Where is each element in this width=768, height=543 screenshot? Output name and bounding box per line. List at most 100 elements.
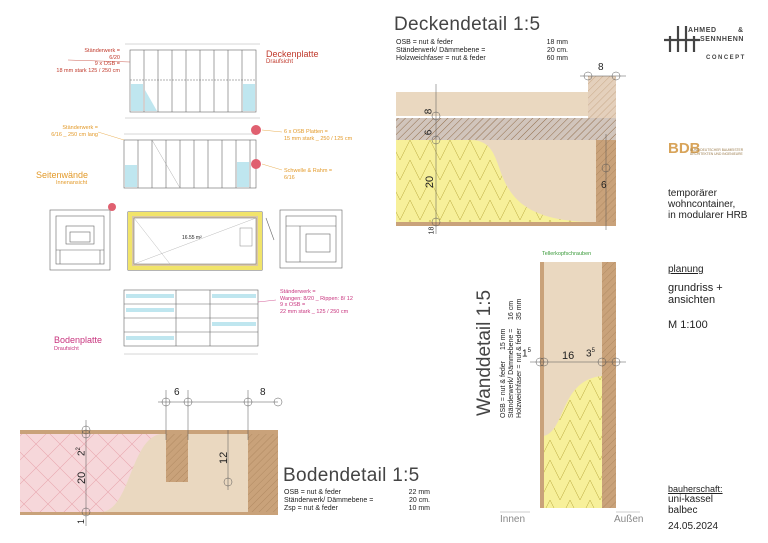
- bauherr-line: balbec: [668, 505, 698, 516]
- bodendetail-specs: OSB = nut & feder 22 mm Ständerwerk/ Dämm…: [284, 489, 430, 513]
- wanddetail-dim-left: 15: [522, 348, 531, 359]
- bauherr-line: uni-kassel: [668, 494, 714, 505]
- wanddetail-title: Wanddetail 1:5: [474, 289, 495, 416]
- planung-line: grundriss +: [668, 282, 723, 294]
- wanddetail-spec-label: OSB = nut & feder: [500, 360, 507, 418]
- deckendetail-spec-value: 60 mm: [546, 55, 568, 62]
- seitenwaende-note-line: 6/16: [284, 174, 295, 181]
- bodenplatte-note-line: 22 mm stark _ 125 / 250 cm: [280, 308, 349, 315]
- bodendetail-dim-a-value: 2: [76, 450, 88, 456]
- grundriss-area-label: 16.55 m²: [182, 235, 202, 241]
- planung-content: grundriss + ansichten: [668, 282, 723, 306]
- bauherr-date: 24.05.2024: [668, 521, 719, 532]
- deckendetail-dim-top: 8: [598, 62, 604, 73]
- deckendetail-spec-value: 20 cm.: [546, 47, 568, 54]
- deckendetail-dim-bottom: 18: [428, 226, 436, 235]
- logo-line2: SENNHENN: [700, 36, 745, 43]
- planung-label: planung: [668, 264, 704, 275]
- bodendetail-dim-top1: 6: [174, 387, 180, 398]
- seitenwaende-note-line: Schwelle & Rahm =: [284, 168, 333, 174]
- seitenwaende-note-right-1: 6 x OSB Platten = 15 mm stark _ 250 / 12…: [284, 129, 352, 142]
- planung-line: ansichten: [668, 294, 716, 306]
- bodendetail-spec-label: Zsp = nut & feder: [284, 505, 338, 512]
- wanddetail-spec-value: 15 mm: [500, 328, 507, 350]
- logo-amp: &: [738, 27, 744, 34]
- wanddetail-spec-label: Holzweichfaser = nut & feder: [516, 328, 523, 418]
- seitenwaende-note-right-2: Schwelle & Rahm = 6/16: [284, 168, 332, 181]
- seitenwaende-note-line: 15 mm stark _ 250 / 125 cm: [284, 135, 353, 142]
- project-line: temporärer: [668, 188, 717, 199]
- deckenplatte-note-line: 18 mm stark 125 / 250 cm: [56, 67, 120, 74]
- bdb-logo-icon: BDB: [668, 140, 701, 157]
- project-line: wohncontainer,: [668, 199, 736, 210]
- seitenwaende-subtitle: Innenansicht: [56, 180, 88, 186]
- bodendetail-spec-label: OSB = nut & feder: [284, 489, 342, 496]
- wanddetail-spec-value: 16 cm: [508, 300, 515, 320]
- deckendetail-dim-b: 6: [423, 129, 435, 136]
- bodenplatte-note-line: Ständerwerk =: [280, 289, 316, 295]
- deckendetail-spec-label: Ständerwerk/ Dämmebene =: [396, 47, 486, 54]
- deckendetail-dim-c: 20: [424, 175, 437, 189]
- project-line: in modularer HRB: [668, 210, 748, 221]
- wanddetail-dim-right: 35: [586, 348, 595, 359]
- seitenwaende-note-line: 6/16 _ 250 cm lang: [51, 131, 98, 138]
- project-description: temporärer wohncontainer, in modularer H…: [668, 188, 747, 221]
- bodendetail-title: Bodendetail 1:5: [283, 465, 420, 486]
- deckenplatte-note-line: 9 x OSB =: [94, 61, 120, 67]
- wanddetail-dim-right-value: 3: [586, 348, 592, 360]
- bodendetail-dim-top2: 8: [260, 387, 266, 398]
- bodendetail-dim-a: 22: [76, 447, 87, 456]
- wanddetail-outside-label: Außen: [614, 514, 644, 525]
- deckenplatte-note-line: 6/20: [109, 54, 120, 61]
- bodendetail-spec-label: Ständerwerk/ Dämmebene =: [284, 497, 374, 504]
- wanddetail-dim-right-sup: 5: [591, 348, 595, 354]
- bdb-text: BUND DEUTSCHER BAUMEISTER ARCHITEKTEN UN…: [690, 148, 743, 156]
- bauherr-label: bauherschaft:: [668, 484, 723, 494]
- bauherr-names: uni-kassel balbec: [668, 494, 713, 516]
- deckenplatte-title: Deckenplatte: [266, 49, 319, 59]
- deckendetail-spec-label: OSB = nut & feder: [396, 39, 454, 46]
- bodendetail-dim-d: 1: [76, 518, 86, 524]
- seitenwaende-title: Seitenwände: [36, 170, 89, 180]
- bodendetail-dim-b: 20: [76, 471, 88, 484]
- bodendetail-dim-a-sup: 2: [76, 447, 82, 451]
- seitenwaende-note-left: Ständerwerk = 6/16 _ 250 cm lang: [28, 125, 98, 138]
- bodendetail-spec-value: 20 cm.: [408, 497, 430, 504]
- seitenwaende-note-line: 6 x OSB Platten =: [284, 129, 328, 135]
- bdb-line: ARCHITEKTEN UND INGENIEURE: [690, 152, 743, 156]
- logo-line1: AHMED: [688, 27, 717, 34]
- bodendetail-spec-value: 22 mm: [408, 489, 430, 496]
- deckenplatte-subtitle: Draufsicht: [266, 59, 294, 65]
- bodenplatte-note: Ständerwerk = Wangen: 8/20 _ Rippen: 8/ …: [280, 289, 353, 315]
- deckendetail-spec-value: 18 mm: [546, 39, 568, 46]
- bodendetail-dim-c: 12: [218, 451, 230, 464]
- wanddetail-spec-value: 35 mm: [516, 298, 523, 320]
- deckendetail-spec-label: Holzweichfaser = nut & feder: [396, 55, 486, 62]
- deckendetail-title: Deckendetail 1:5: [394, 14, 541, 35]
- planung-scale: M 1:100: [668, 319, 708, 331]
- wanddetail-inside-label: Innen: [500, 514, 526, 525]
- deckendetail-specs: OSB = nut & feder 18 mm Ständerwerk/ Dämm…: [396, 39, 568, 63]
- seitenwaende-note-line: Ständerwerk =: [62, 125, 98, 131]
- bodenplatte-title: Bodenplatte: [54, 335, 103, 345]
- logo-line3: CONCEPT: [706, 55, 746, 61]
- deckendetail-dim-d: 6: [601, 180, 607, 191]
- wanddetail-dim-left-value: 1: [522, 348, 528, 360]
- deckendetail-dim-a: 8: [423, 108, 435, 115]
- deckenplatte-note: Ständerwerk = 6/20 9 x OSB = 18 mm stark…: [20, 48, 120, 74]
- bodenplatte-subtitle: Draufsicht: [54, 346, 79, 352]
- wanddetail-dim-left-sup: 5: [527, 348, 531, 354]
- bdb-line: BUND DEUTSCHER BAUMEISTER: [690, 148, 744, 152]
- wanddetail-dim-mid: 16: [562, 350, 575, 362]
- wanddetail-screw-label: Tellerkopfschrauben: [542, 251, 592, 257]
- deckenplatte-note-line: Ständerwerk =: [84, 48, 120, 54]
